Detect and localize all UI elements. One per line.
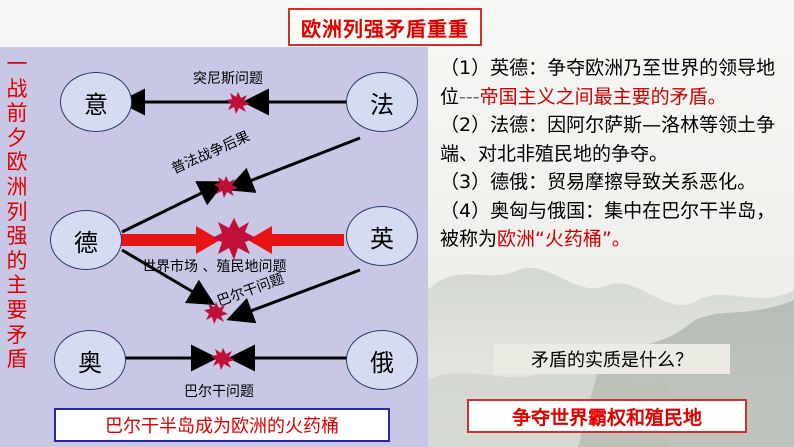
node-britain: 英 bbox=[346, 206, 418, 266]
side-title-char: 的 bbox=[6, 248, 28, 273]
explosion-icon bbox=[226, 92, 250, 114]
side-title-char: 洲 bbox=[6, 174, 28, 199]
label-world-market: 世界市场 、殖民地问题 bbox=[142, 259, 287, 275]
side-title-char: 矛 bbox=[6, 322, 28, 347]
point-4-text: （4）奥匈与俄国：集中在巴尔干半岛，被称为 bbox=[440, 199, 776, 251]
explosion-icon bbox=[214, 176, 238, 198]
explosion-icon bbox=[211, 348, 235, 370]
point-4-highlight: 欧洲“火药桶”。 bbox=[497, 228, 631, 250]
side-title-char: 欧 bbox=[6, 150, 28, 175]
side-title: 一 战 前 夕 欧 洲 列 强 的 主 要 矛 盾 bbox=[6, 52, 28, 372]
side-title-char: 强 bbox=[6, 224, 28, 249]
arrow-de-ying bbox=[120, 226, 220, 254]
side-title-char: 一 bbox=[6, 52, 28, 76]
label-balkan-lower: 巴尔干问题 bbox=[184, 384, 254, 400]
conflict-points: （1）英德：争夺欧洲乃至世界的领导地位---帝国主义之间最主要的矛盾。 （2）法… bbox=[440, 54, 785, 254]
powder-keg-banner: 巴尔干半岛成为欧洲的火药桶 bbox=[54, 408, 390, 442]
node-germany: 德 bbox=[50, 210, 122, 270]
arrow-de-e bbox=[121, 248, 216, 306]
node-austria: 奥 bbox=[54, 330, 126, 390]
side-title-char: 要 bbox=[6, 297, 28, 322]
essence-question: 矛盾的实质是什么？ bbox=[494, 344, 730, 374]
side-title-char: 主 bbox=[6, 273, 28, 298]
arrow-ying-de bbox=[248, 226, 344, 254]
side-title-char: 列 bbox=[6, 199, 28, 224]
node-italy: 意 bbox=[60, 72, 132, 132]
arrow-fa-de bbox=[226, 136, 361, 193]
point-4: （4）奥匈与俄国：集中在巴尔干半岛，被称为欧洲“火药桶”。 bbox=[440, 197, 785, 254]
side-title-char: 盾 bbox=[6, 347, 28, 372]
arrow-e-de bbox=[226, 268, 361, 324]
point-1: （1）英德：争夺欧洲乃至世界的领导地位---帝国主义之间最主要的矛盾。 bbox=[440, 54, 785, 111]
node-france: 法 bbox=[346, 72, 418, 132]
node-russia: 俄 bbox=[346, 330, 418, 390]
essence-answer: 争夺世界霸权和殖民地 bbox=[467, 399, 747, 433]
arrow-de-fa bbox=[121, 181, 226, 234]
side-title-char: 战 bbox=[6, 76, 28, 101]
point-3: （3）德俄：贸易摩擦导致关系恶化。 bbox=[440, 171, 757, 193]
point-2: （2）法德：因阿尔萨斯—洛林等领土争端、对北非殖民地的争夺。 bbox=[440, 114, 776, 165]
label-tunisia: 突尼斯问题 bbox=[193, 71, 263, 87]
side-title-char: 前 bbox=[6, 101, 28, 126]
explosion-icon bbox=[212, 218, 256, 260]
side-title-char: 夕 bbox=[6, 125, 28, 150]
explosion-icon bbox=[204, 302, 228, 324]
page-title: 欧洲列强矛盾重重 bbox=[288, 8, 482, 46]
point-1-text: （1）英德：争夺欧洲乃至世界的领导地位 bbox=[440, 57, 776, 108]
point-1-highlight: 帝国主义之间最主要的矛盾。 bbox=[479, 85, 727, 108]
point-1-dash: --- bbox=[459, 85, 480, 108]
